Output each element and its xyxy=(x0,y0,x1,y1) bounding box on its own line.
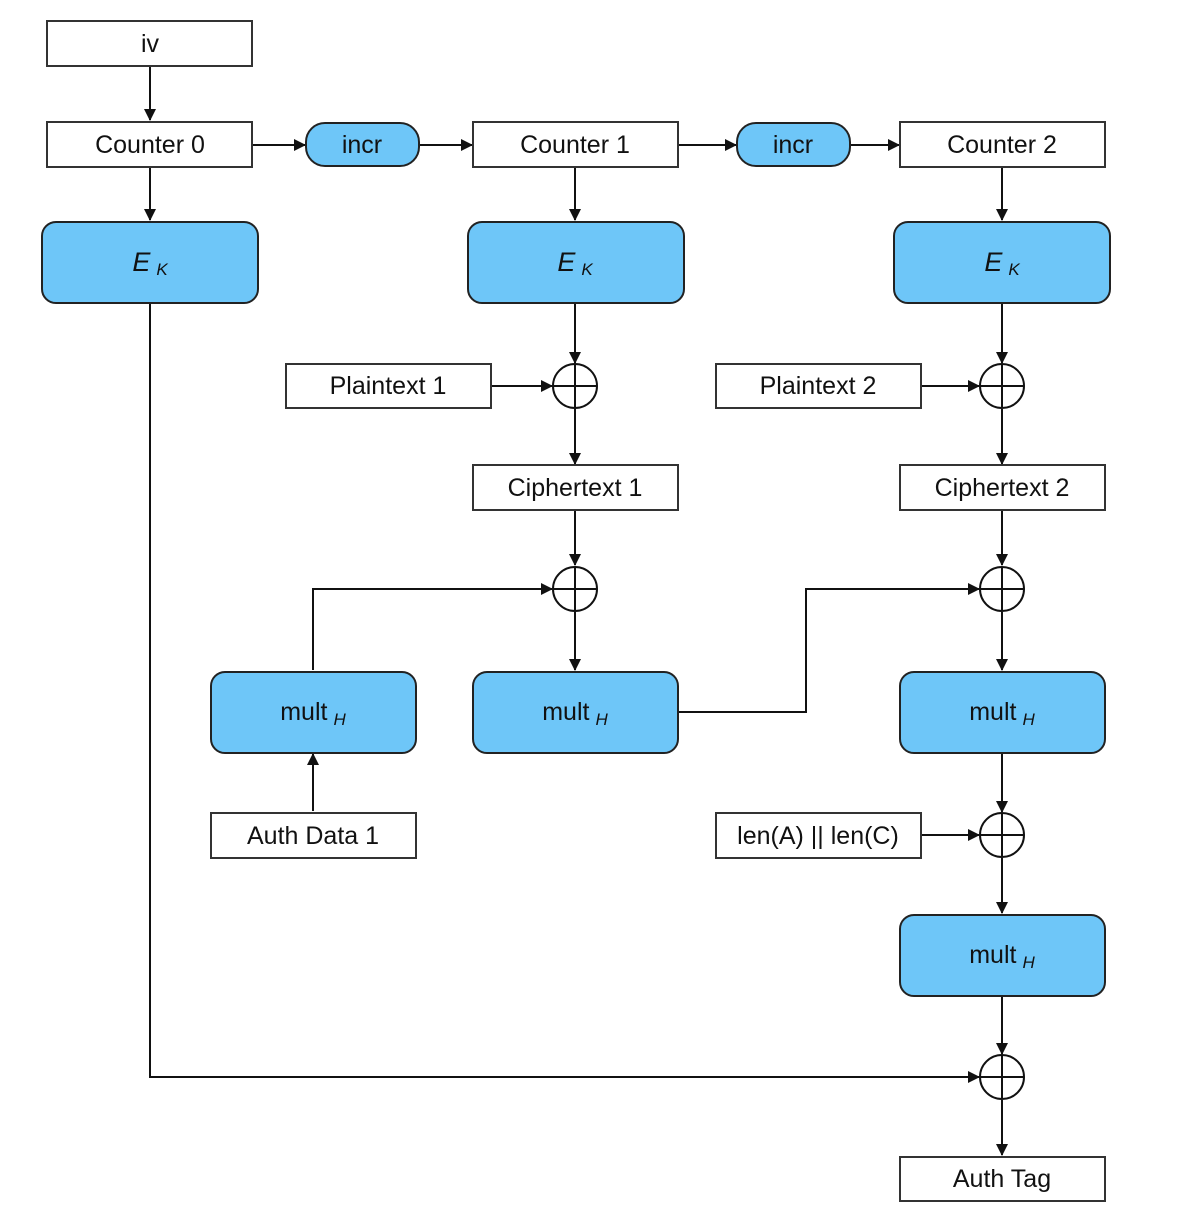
xor-icon xyxy=(979,566,1025,612)
counter0-label: Counter 0 xyxy=(95,131,205,159)
incr-label-2: incr xyxy=(773,131,813,159)
auth-data1-box: Auth Data 1 xyxy=(210,812,417,859)
ek-sub: K xyxy=(156,260,168,279)
auth-data1-label: Auth Data 1 xyxy=(247,822,379,850)
multh-label-1: mult H xyxy=(542,698,608,729)
ciphertext1-label: Ciphertext 1 xyxy=(508,474,643,502)
incr-label-1: incr xyxy=(342,131,382,159)
counter2-box: Counter 2 xyxy=(899,121,1106,168)
multh-sub: H xyxy=(595,710,608,729)
arrow-ek0-to-final-xor xyxy=(149,304,980,1083)
multh-block-1: mult H xyxy=(472,671,679,754)
multh-label-3: mult H xyxy=(969,941,1035,972)
multh-sub: H xyxy=(333,710,346,729)
multh-label-2: mult H xyxy=(969,698,1035,729)
ek-main: E xyxy=(984,247,1003,277)
multh-block-ad: mult H xyxy=(210,671,417,754)
multh-main: mult xyxy=(969,698,1016,726)
multh-main: mult xyxy=(542,698,589,726)
ek-sub: K xyxy=(1008,260,1020,279)
multh-block-3: mult H xyxy=(899,914,1106,997)
auth-tag-box: Auth Tag xyxy=(899,1156,1106,1202)
len-label: len(A) || len(C) xyxy=(737,822,899,850)
ek-main: E xyxy=(132,247,151,277)
ek-sub: K xyxy=(581,260,593,279)
multh-block-2: mult H xyxy=(899,671,1106,754)
plaintext1-label: Plaintext 1 xyxy=(330,372,447,400)
multh-sub: H xyxy=(1022,710,1035,729)
incr-block-1: incr xyxy=(305,122,420,167)
plaintext1-box: Plaintext 1 xyxy=(285,363,492,409)
plaintext2-box: Plaintext 2 xyxy=(715,363,922,409)
connectors xyxy=(144,67,1008,1156)
counter2-label: Counter 2 xyxy=(947,131,1057,159)
ciphertext1-box: Ciphertext 1 xyxy=(472,464,679,511)
xor-icon xyxy=(979,812,1025,858)
counter1-label: Counter 1 xyxy=(520,131,630,159)
xor-icon xyxy=(979,363,1025,409)
xor-icon xyxy=(552,363,598,409)
iv-box: iv xyxy=(46,20,253,67)
ek-main: E xyxy=(557,247,576,277)
counter0-box: Counter 0 xyxy=(46,121,253,168)
multh-main: mult xyxy=(280,698,327,726)
arrow-multh1-to-xor xyxy=(679,583,980,713)
len-box: len(A) || len(C) xyxy=(715,812,922,859)
xor-icon xyxy=(979,1054,1025,1100)
multh-sub: H xyxy=(1022,953,1035,972)
arrow-multh-ad-to-xor xyxy=(312,583,553,670)
ciphertext2-box: Ciphertext 2 xyxy=(899,464,1106,511)
multh-label-ad: mult H xyxy=(280,698,346,729)
incr-block-2: incr xyxy=(736,122,851,167)
auth-tag-label: Auth Tag xyxy=(953,1165,1051,1193)
ciphertext2-label: Ciphertext 2 xyxy=(935,474,1070,502)
xor-icon xyxy=(552,566,598,612)
plaintext2-label: Plaintext 2 xyxy=(760,372,877,400)
xor-symbols xyxy=(552,363,1025,1100)
counter1-box: Counter 1 xyxy=(472,121,679,168)
multh-main: mult xyxy=(969,941,1016,969)
iv-label: iv xyxy=(141,30,160,58)
